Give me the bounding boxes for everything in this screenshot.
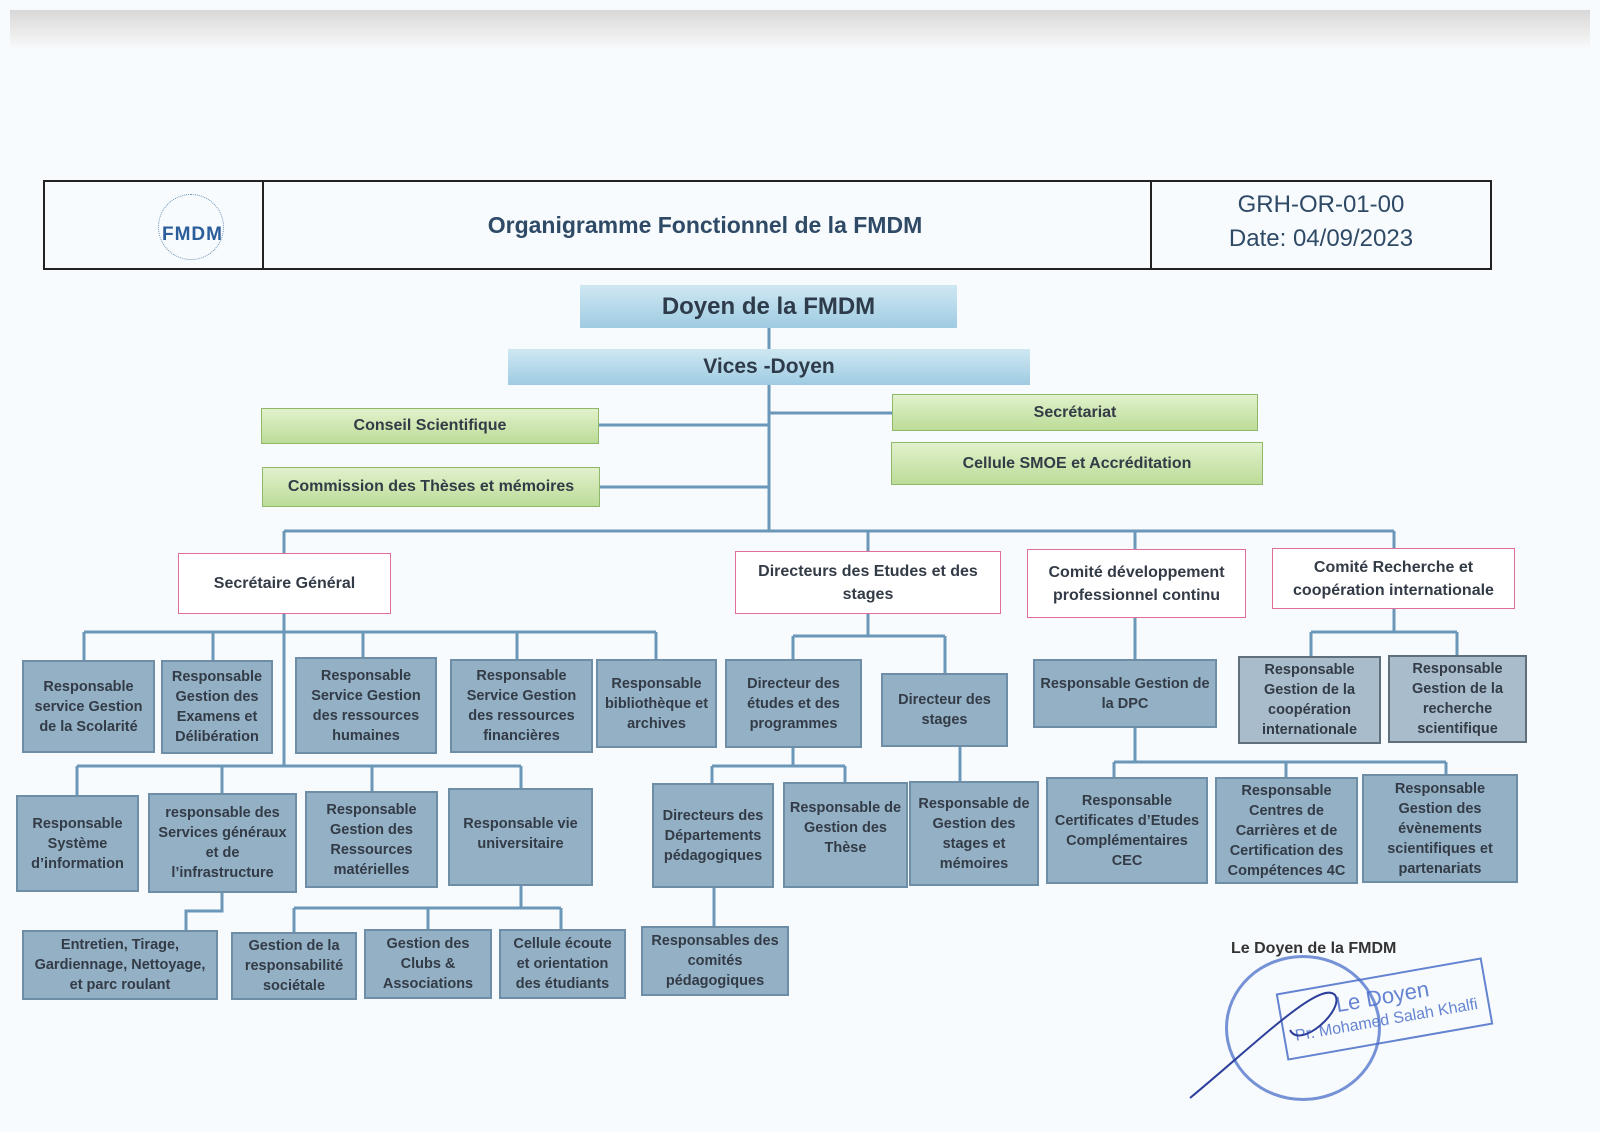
fmdm-logo: FMDM (145, 194, 240, 260)
official-stamp (1225, 955, 1381, 1101)
sg-unit-box: Responsable Gestion des Ressources matér… (305, 791, 438, 888)
etudes-unit-box: Responsables des comités pédagogiques (641, 926, 789, 996)
etudes-unit-box: Directeur des stages (881, 673, 1008, 747)
etudes-unit-box: Directeurs des Départements pédagogiques (652, 783, 774, 888)
dpc-unit-box: Responsable Centres de Carrières et de C… (1215, 777, 1358, 884)
etudes-unit-box: Directeur des études et des programmes (725, 659, 862, 748)
sg-subunit-box: Gestion de la responsabilité sociétale (231, 932, 357, 1000)
sg-unit-box: responsable des Services généraux et de … (148, 793, 297, 893)
vices-doyen-box: Vices -Doyen (508, 349, 1030, 385)
sg-unit-box: Responsable Service Gestion des ressourc… (295, 657, 437, 754)
recherche-unit-box: Responsable Gestion de la coopération in… (1238, 656, 1381, 744)
dpc-unit-box: Responsable Gestion de la DPC (1033, 659, 1217, 728)
dpc-unit-box: Responsable Certificates d’Etudes Complé… (1046, 777, 1208, 884)
sg-subunit-box: Cellule écoute et orientation des étudia… (499, 929, 626, 999)
sg-unit-box: Responsable vie universitaire (448, 788, 593, 886)
conseil-scientifique-box: Conseil Scientifique (261, 408, 599, 444)
directeurs-etudes-box: Directeurs des Etudes et des stages (735, 551, 1001, 614)
cellule-smoe-box: Cellule SMOE et Accréditation (891, 442, 1263, 485)
etudes-unit-box: Responsable de Gestion des Thèse (783, 782, 908, 888)
page-title: Organigramme Fonctionnel de la FMDM (487, 211, 923, 238)
secretaire-general-box: Secrétaire Général (178, 553, 391, 614)
sg-unit-box: Responsable service Gestion de la Scolar… (22, 660, 155, 753)
dpc-unit-box: Responsable Gestion des évènements scien… (1362, 774, 1518, 883)
comite-dpc-box: Comité développement professionnel conti… (1027, 549, 1246, 618)
doc-date: Date: 04/09/2023 (1228, 225, 1414, 252)
scan-edge (10, 10, 1590, 50)
signature-label: Le Doyen de la FMDM (1231, 940, 1397, 957)
sg-unit-box: Responsable bibliothèque et archives (596, 659, 717, 748)
recherche-unit-box: Responsable Gestion de la recherche scie… (1388, 655, 1527, 743)
sg-unit-box: Responsable Gestion des Examens et Délib… (161, 660, 273, 754)
commission-theses-box: Commission des Thèses et mémoires (262, 467, 600, 507)
header-table: FMDM (43, 180, 1492, 270)
doyen-box: Doyen de la FMDM (580, 285, 957, 328)
sg-subunit-box: Entretien, Tirage, Gardiennage, Nettoyag… (22, 930, 218, 1000)
sg-subunit-box: Gestion des Clubs & Associations (364, 929, 492, 999)
comite-recherche-box: Comité Recherche et coopération internat… (1272, 548, 1515, 609)
sg-unit-box: Responsable Système d’information (16, 795, 139, 892)
etudes-unit-box: Responsable de Gestion des stages et mém… (909, 781, 1039, 886)
secretariat-box: Secrétariat (892, 394, 1258, 431)
sg-unit-box: Responsable Service Gestion des ressourc… (450, 659, 593, 753)
